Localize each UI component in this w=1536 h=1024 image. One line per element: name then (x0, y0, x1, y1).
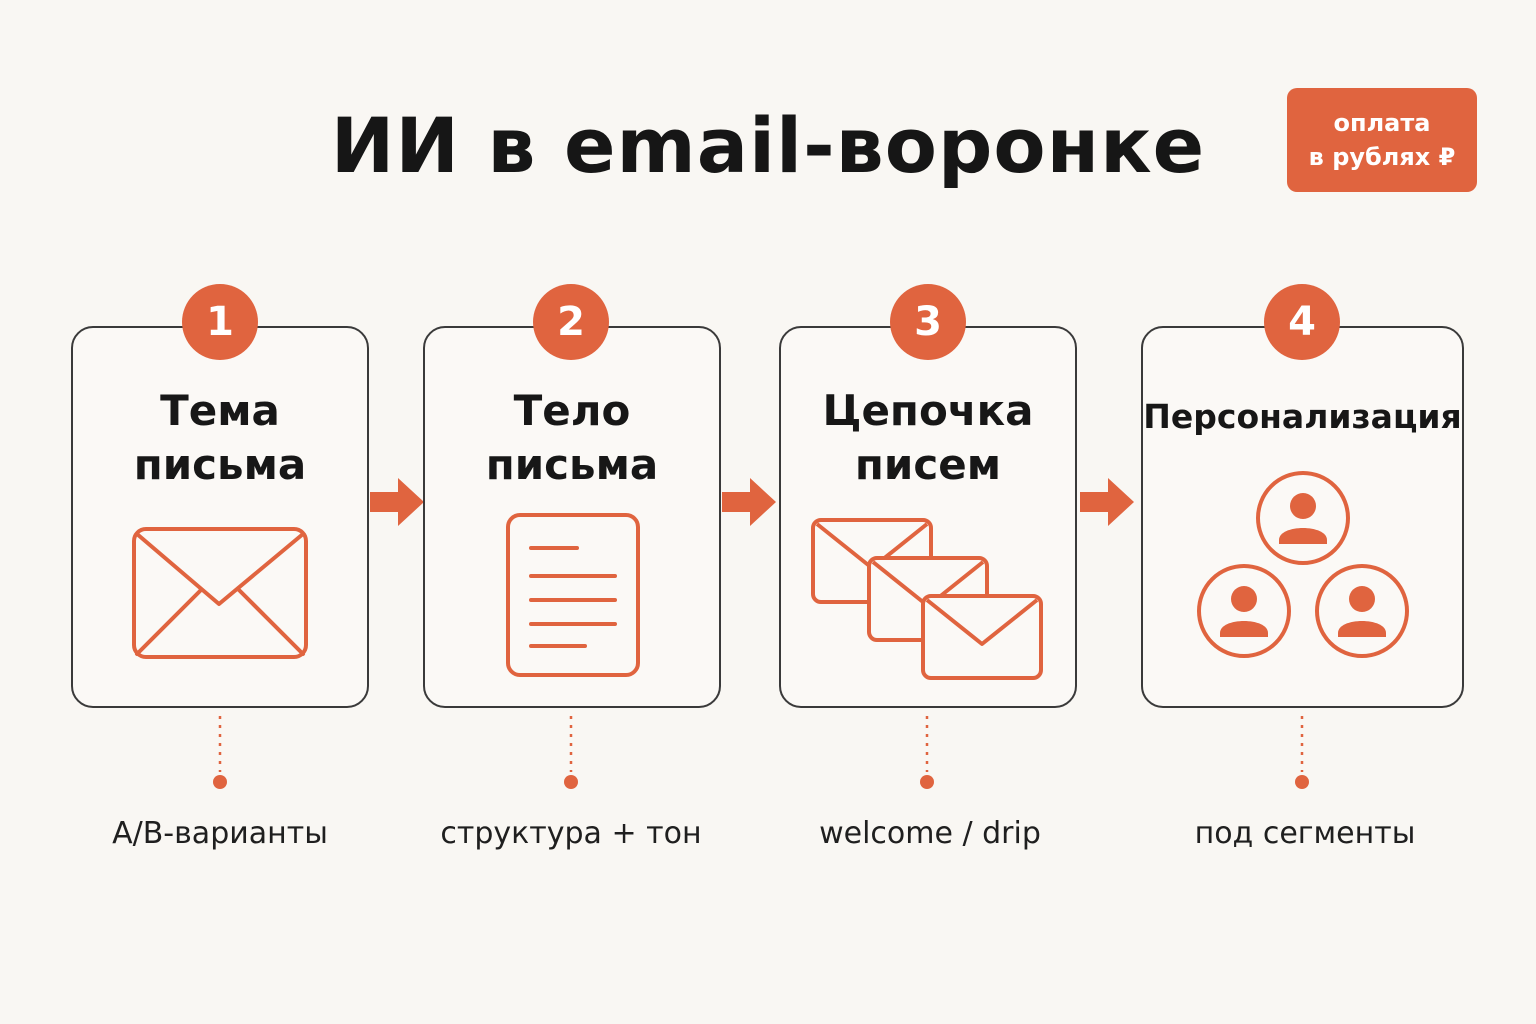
step-2-title: Тело письма (425, 384, 719, 492)
step-3-caption: welcome / drip (819, 816, 1041, 851)
step-2-title-line-1: Тело (513, 386, 631, 435)
step-1-caption: A/B-варианты (112, 816, 328, 851)
payment-badge: оплата в рублях ₽ (1287, 88, 1477, 192)
arrow-right-icon (1080, 478, 1134, 526)
step-3-title-line-2: писем (854, 440, 1002, 489)
step-2-number-badge: 2 (533, 284, 609, 360)
document-icon (506, 513, 640, 677)
step-4-number-badge: 4 (1264, 284, 1340, 360)
dotted-connector (213, 716, 227, 789)
step-card-3: Цепочка писем (779, 326, 1077, 708)
step-card-2: Тело письма (423, 326, 721, 708)
arrow-right-icon (370, 478, 424, 526)
step-2-caption: структура + тон (440, 816, 702, 851)
step-2-title-line-2: письма (485, 440, 659, 489)
step-3-title: Цепочка писем (781, 384, 1075, 492)
arrow-right-icon (722, 478, 776, 526)
user-avatar-icon (1256, 471, 1350, 565)
step-card-1: Тема письма (71, 326, 369, 708)
step-1-title: Тема письма (73, 384, 367, 492)
dotted-connector (1295, 716, 1309, 789)
dotted-connector (564, 716, 578, 789)
step-4-caption: под сегменты (1194, 816, 1416, 851)
page-title: ИИ в email-воронке (330, 101, 1206, 190)
step-3-number-badge: 3 (890, 284, 966, 360)
step-1-number-badge: 1 (182, 284, 258, 360)
badge-line-1: оплата (1333, 109, 1431, 137)
step-1-title-line-2: письма (133, 440, 307, 489)
step-3-title-line-1: Цепочка (822, 386, 1034, 435)
envelope-icon (132, 527, 308, 659)
user-segments-icon (1197, 471, 1409, 658)
step-1-title-line-1: Тема (160, 386, 280, 435)
dotted-connector (920, 716, 934, 789)
envelopes-stack-icon (811, 518, 1043, 680)
step-card-4: Персонализация (1141, 326, 1464, 708)
badge-line-2: в рублях ₽ (1308, 143, 1456, 171)
step-4-title: Персонализация (1143, 397, 1462, 436)
